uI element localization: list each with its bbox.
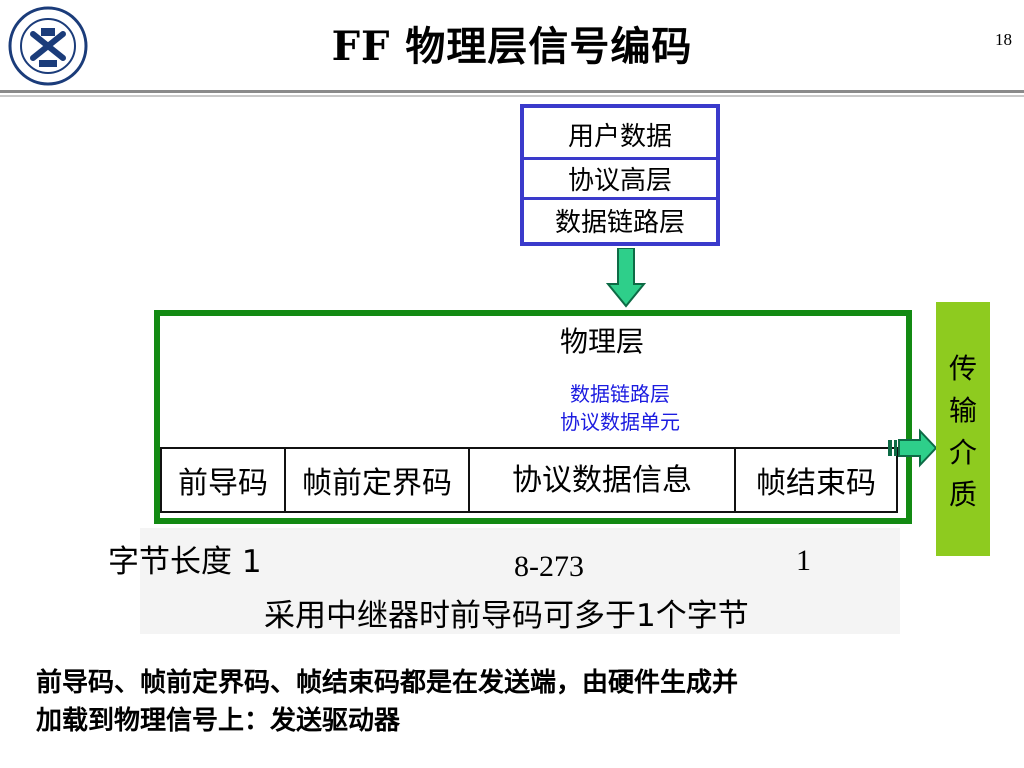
pdu-length-range: 8-273 xyxy=(514,550,584,583)
university-logo-icon xyxy=(8,6,88,86)
medium-char: 质 xyxy=(948,478,977,511)
frame-field-preamble: 前导码 xyxy=(160,447,286,513)
data-link-pdu-label: 数据链路层 协议数据单元 xyxy=(520,380,720,436)
protocol-stack: 用户数据 协议高层 数据链路层 xyxy=(520,104,720,246)
physical-layer-box xyxy=(154,310,912,524)
length-annotation-background xyxy=(140,528,900,634)
transmission-medium-label: 传 输 介 质 xyxy=(936,348,990,516)
summary-text: 前导码、帧前定界码、帧结束码都是在发送端，由硬件生成并 加载到物理信号上：发送驱… xyxy=(36,664,986,740)
stack-row-upper-protocol: 协议高层 xyxy=(567,166,672,196)
stack-separator xyxy=(524,197,716,200)
page-number: 18 xyxy=(995,30,1012,49)
stack-row-user-data: 用户数据 xyxy=(567,122,672,152)
header-divider-secondary xyxy=(0,95,1024,97)
transmission-medium-bar: 传 输 介 质 xyxy=(936,302,990,556)
stack-row-data-link: 数据链路层 xyxy=(554,208,685,238)
stack-separator xyxy=(524,157,716,160)
medium-char: 输 xyxy=(948,394,977,427)
down-arrow-icon xyxy=(605,247,647,308)
frame-structure: 前导码 帧前定界码 协议数据信息 帧结束码 xyxy=(160,447,898,513)
pdu-line: 协议数据单元 xyxy=(560,410,680,434)
medium-char: 介 xyxy=(948,436,977,469)
frame-field-start-delimiter: 帧前定界码 xyxy=(284,447,470,513)
medium-char: 传 xyxy=(948,352,977,385)
frame-field-pdu: 协议数据信息 xyxy=(468,447,736,513)
summary-line: 加载到物理信号上：发送驱动器 xyxy=(36,706,401,736)
end-delimiter-length: 1 xyxy=(796,544,811,577)
physical-layer-title: 物理层 xyxy=(560,325,645,358)
header-divider xyxy=(0,90,1024,93)
summary-line: 前导码、帧前定界码、帧结束码都是在发送端，由硬件生成并 xyxy=(36,668,739,698)
byte-length-label: 字节长度 1 xyxy=(108,544,262,580)
right-arrow-icon xyxy=(888,428,938,468)
frame-field-end-delimiter: 帧结束码 xyxy=(734,447,898,513)
repeater-note: 采用中继器时前导码可多于1个字节 xyxy=(264,598,749,634)
pdu-line: 数据链路层 xyxy=(570,382,670,406)
page-title: FF 物理层信号编码 xyxy=(331,23,693,70)
